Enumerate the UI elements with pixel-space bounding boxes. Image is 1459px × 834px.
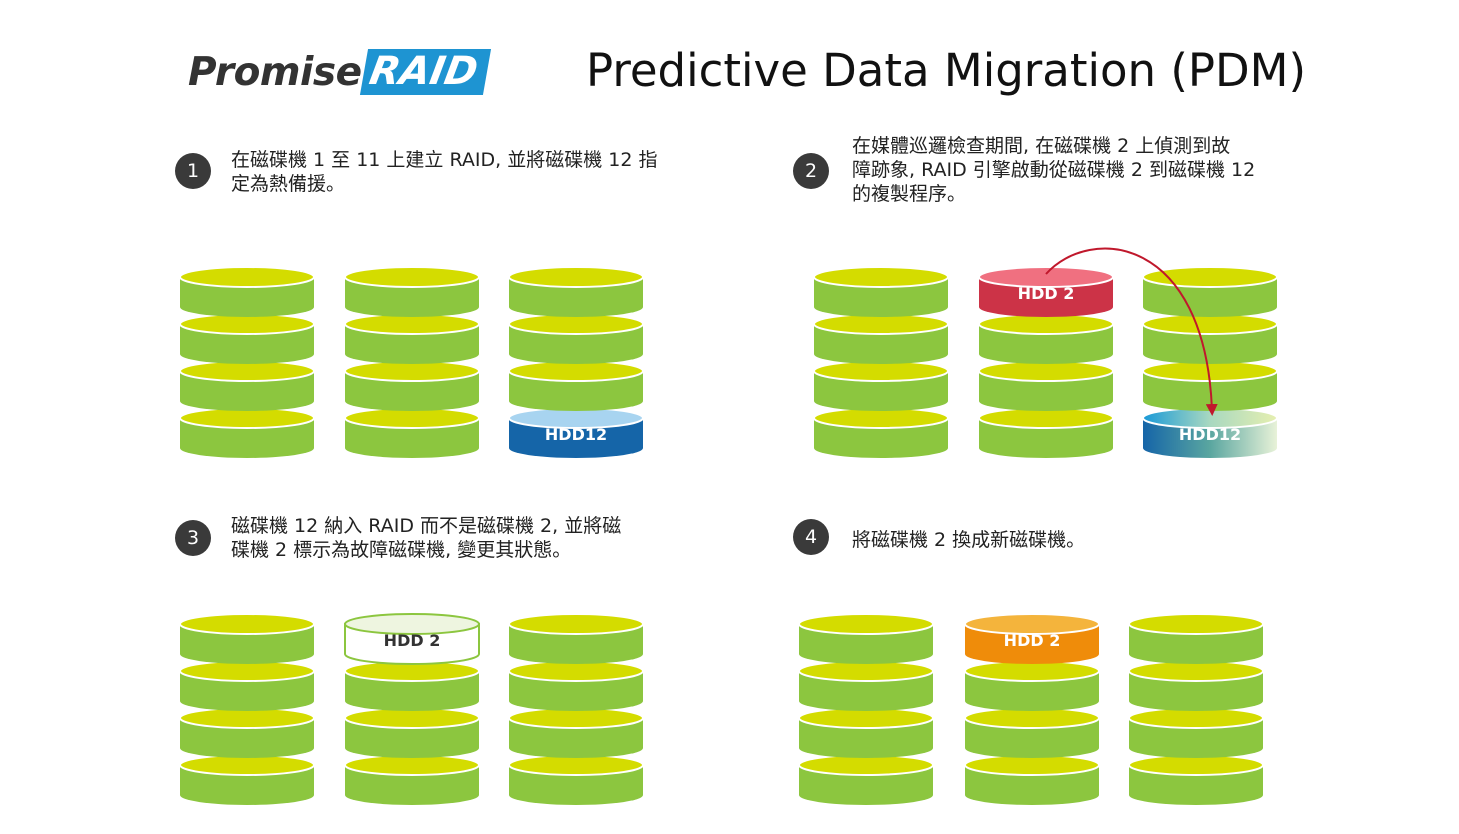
step-4-text: 將磁碟機 2 換成新磁碟機。	[852, 528, 1085, 552]
disk	[813, 313, 949, 364]
step-3-text: 磁碟機 12 納入 RAID 而不是磁碟機 2, 並將磁 碟機 2 標示為故障磁…	[231, 514, 621, 562]
disk	[344, 707, 480, 758]
failing-disk: HDD 2	[978, 266, 1114, 317]
disk-label: HDD12	[545, 425, 607, 444]
disk	[964, 660, 1100, 711]
disk	[1128, 660, 1264, 711]
disk	[964, 707, 1100, 758]
step-2-line: 障跡象, RAID 引擎啟動從磁碟機 2 到磁碟機 12	[852, 159, 1256, 181]
disk	[798, 707, 934, 758]
disk	[344, 660, 480, 711]
step-1-number: 1	[175, 153, 211, 189]
step-1-text: 在磁碟機 1 至 11 上建立 RAID, 並將磁碟機 12 指 定為熱備援。	[231, 148, 657, 196]
disk	[179, 407, 315, 458]
disk	[798, 613, 934, 664]
step-2-line: 的複製程序。	[852, 183, 967, 205]
disk	[344, 407, 480, 458]
step-4-line: 將磁碟機 2 換成新磁碟機。	[852, 529, 1086, 551]
disk-label: HDD 2	[1018, 284, 1075, 303]
failed-disk: HDD 2	[344, 613, 480, 665]
disk	[179, 613, 315, 664]
disk-label: HDD12	[1179, 425, 1241, 444]
disk	[964, 754, 1100, 805]
disk	[179, 266, 315, 317]
hot-spare-disk: HDD12	[508, 407, 644, 458]
disk	[978, 313, 1114, 364]
disk	[813, 407, 949, 458]
disk	[798, 660, 934, 711]
step-3-line: 磁碟機 12 納入 RAID 而不是磁碟機 2, 並將磁	[231, 515, 622, 537]
copy-arrow	[1045, 247, 1218, 416]
disk	[179, 660, 315, 711]
step-1-line: 定為熱備援。	[231, 173, 346, 195]
disk	[344, 754, 480, 805]
disk	[508, 754, 644, 805]
disk	[179, 360, 315, 411]
disk	[978, 360, 1114, 411]
promise-raid-logo: Promise RAID	[188, 48, 491, 96]
disk	[978, 407, 1114, 458]
disk	[1128, 754, 1264, 805]
disk	[508, 313, 644, 364]
step-1-line: 在磁碟機 1 至 11 上建立 RAID, 並將磁碟機 12 指	[231, 149, 658, 171]
disk	[1128, 707, 1264, 758]
disk-label: HDD 2	[1004, 631, 1061, 650]
step-2-text: 在媒體巡邏檢查期間, 在磁碟機 2 上偵測到故 障跡象, RAID 引擎啟動從磁…	[852, 134, 1255, 206]
disk	[508, 613, 644, 664]
disk	[179, 754, 315, 805]
disk	[798, 754, 934, 805]
disk	[508, 707, 644, 758]
step-4-number: 4	[793, 519, 829, 555]
disk	[813, 266, 949, 317]
disk	[508, 266, 644, 317]
disk	[1142, 266, 1278, 317]
disk	[344, 313, 480, 364]
new-disk: HDD 2	[964, 613, 1100, 664]
disk	[1128, 613, 1264, 664]
disk	[508, 360, 644, 411]
disk-label: HDD 2	[384, 631, 441, 650]
disk	[1142, 313, 1278, 364]
page-title: Predictive Data Migration (PDM)	[586, 44, 1307, 97]
logo-promise-text: Promise	[188, 49, 362, 95]
step-3-line: 碟機 2 標示為故障磁碟機, 變更其狀態。	[231, 539, 572, 561]
step-2-number: 2	[793, 153, 829, 189]
disk	[508, 660, 644, 711]
step-3-number: 3	[175, 520, 211, 556]
disk	[179, 707, 315, 758]
step-2-line: 在媒體巡邏檢查期間, 在磁碟機 2 上偵測到故	[852, 135, 1231, 157]
disk	[813, 360, 949, 411]
disk	[344, 266, 480, 317]
disk	[344, 360, 480, 411]
disk	[179, 313, 315, 364]
copy-target-disk: HDD12	[1142, 407, 1278, 458]
